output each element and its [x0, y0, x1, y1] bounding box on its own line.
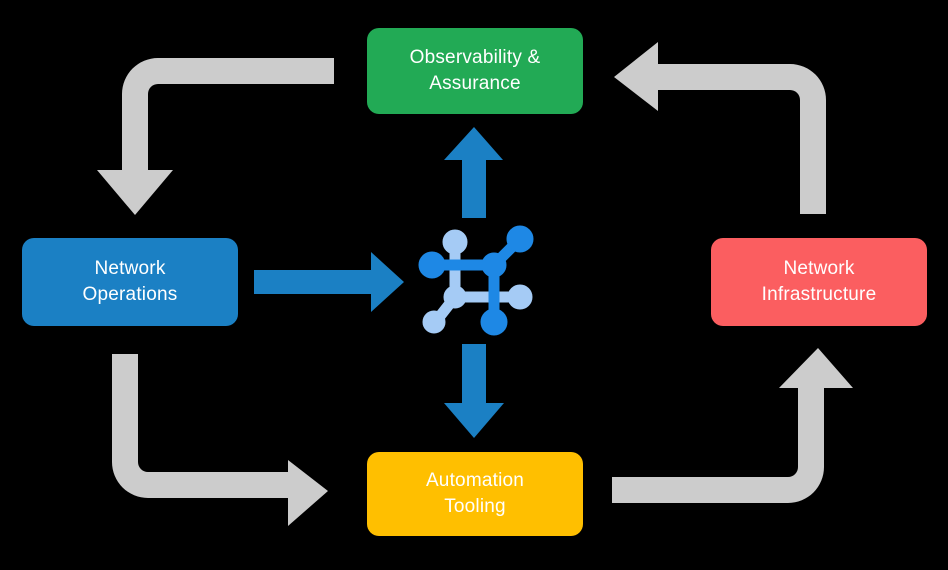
connector-automation-tooling-to-network-infrastructure [612, 348, 853, 503]
connector-center-to-automation-tooling [444, 344, 504, 438]
connector-network-infrastructure-to-observability [614, 42, 826, 214]
network-topology-icon [418, 225, 534, 336]
connector-network-operations-to-center [254, 252, 404, 312]
connector-network-operations-to-automation-tooling [112, 354, 328, 526]
connector-observability-to-network-operations [97, 58, 334, 215]
node-box-network-infrastructure[interactable]: Network Infrastructure [711, 238, 927, 326]
node-box-observability[interactable]: Observability & Assurance [367, 28, 583, 114]
node-box-automation-tooling[interactable]: Automation Tooling [367, 452, 583, 536]
node-box-network-operations[interactable]: Network Operations [22, 238, 238, 326]
connector-center-to-observability [444, 127, 503, 218]
